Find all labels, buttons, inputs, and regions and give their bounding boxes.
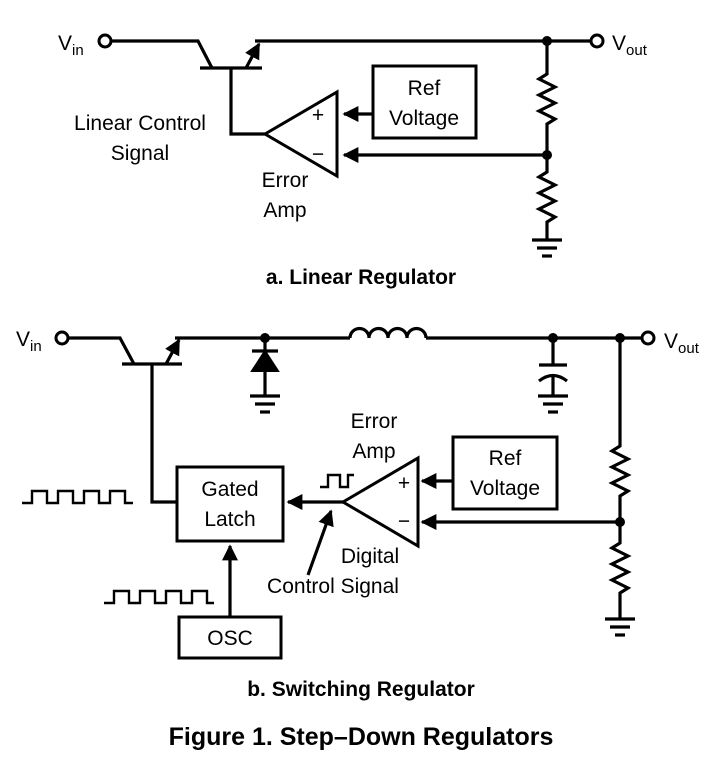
latch-label-1: Gated xyxy=(201,478,258,501)
linear-amp-label-1: Error xyxy=(262,169,309,192)
linear-ref-voltage-box xyxy=(371,64,478,140)
linear-vout-label: Vout xyxy=(612,32,648,59)
switch-vout-terminal xyxy=(640,330,656,346)
switching-regulator-circuit: Vin xyxy=(16,326,700,701)
linear-input-wire xyxy=(111,39,214,69)
switch-input-wire xyxy=(68,336,136,365)
switch-ref-label-2: Voltage xyxy=(470,477,540,500)
linear-lower-resistor xyxy=(535,155,559,240)
digital-signal-pointer xyxy=(306,509,334,576)
linear-amp-minus: − xyxy=(312,143,324,166)
switch-vin-label: Vin xyxy=(16,328,42,355)
digital-label-2: Control Signal xyxy=(267,575,399,598)
linear-control-wire xyxy=(229,68,265,136)
linear-amp-plus: + xyxy=(312,104,324,127)
switch-transistor-emitter xyxy=(164,338,181,365)
linear-vin-terminal xyxy=(97,33,113,49)
osc-label: OSC xyxy=(207,627,253,650)
linear-control-label-1: Linear Control xyxy=(74,112,206,135)
switch-base-drive-wire xyxy=(150,364,177,504)
linear-upper-resistor xyxy=(535,41,559,155)
switch-ground-icon xyxy=(605,617,635,637)
switch-lower-resistor xyxy=(608,522,632,619)
switch-ref-voltage-box xyxy=(451,435,559,511)
linear-error-amp xyxy=(262,89,339,179)
linear-caption: a. Linear Regulator xyxy=(266,266,456,289)
switch-vin-terminal xyxy=(54,330,70,346)
linear-transistor-emitter xyxy=(244,42,261,69)
figure-title: Figure 1. Step–Down Regulators xyxy=(169,723,554,751)
latch-output-waveform xyxy=(22,489,133,505)
switch-amp-label-2: Amp xyxy=(352,440,395,463)
switch-error-amp xyxy=(340,455,420,549)
gated-latch-box xyxy=(175,465,285,543)
switch-inductor xyxy=(348,326,428,339)
linear-ref-label-1: Ref xyxy=(408,77,441,100)
linear-vout-terminal xyxy=(589,33,605,49)
digital-signal-waveform xyxy=(320,473,354,489)
linear-control-label-2: Signal xyxy=(111,142,169,165)
switch-amp-minus: − xyxy=(398,510,410,533)
switch-amp-label-1: Error xyxy=(351,410,398,433)
switching-caption: b. Switching Regulator xyxy=(247,678,475,701)
switch-upper-resistor xyxy=(608,338,632,522)
digital-label-1: Digital xyxy=(341,545,399,568)
linear-ground-icon xyxy=(532,238,562,258)
switch-capacitor xyxy=(538,338,568,396)
switch-diode-ground-icon xyxy=(250,394,280,414)
switch-diode xyxy=(250,338,280,396)
linear-regulator-circuit: Vin Vout + − Ref xyxy=(58,32,648,289)
osc-waveform xyxy=(104,589,214,605)
linear-ref-label-2: Voltage xyxy=(389,107,459,130)
switch-vout-label: Vout xyxy=(664,330,700,357)
switch-ref-label-1: Ref xyxy=(489,447,522,470)
latch-label-2: Latch xyxy=(204,508,255,531)
switch-cap-ground-icon xyxy=(538,394,568,414)
linear-vin-label: Vin xyxy=(58,32,84,59)
switch-amp-plus: + xyxy=(398,472,410,495)
linear-amp-label-2: Amp xyxy=(263,199,306,222)
